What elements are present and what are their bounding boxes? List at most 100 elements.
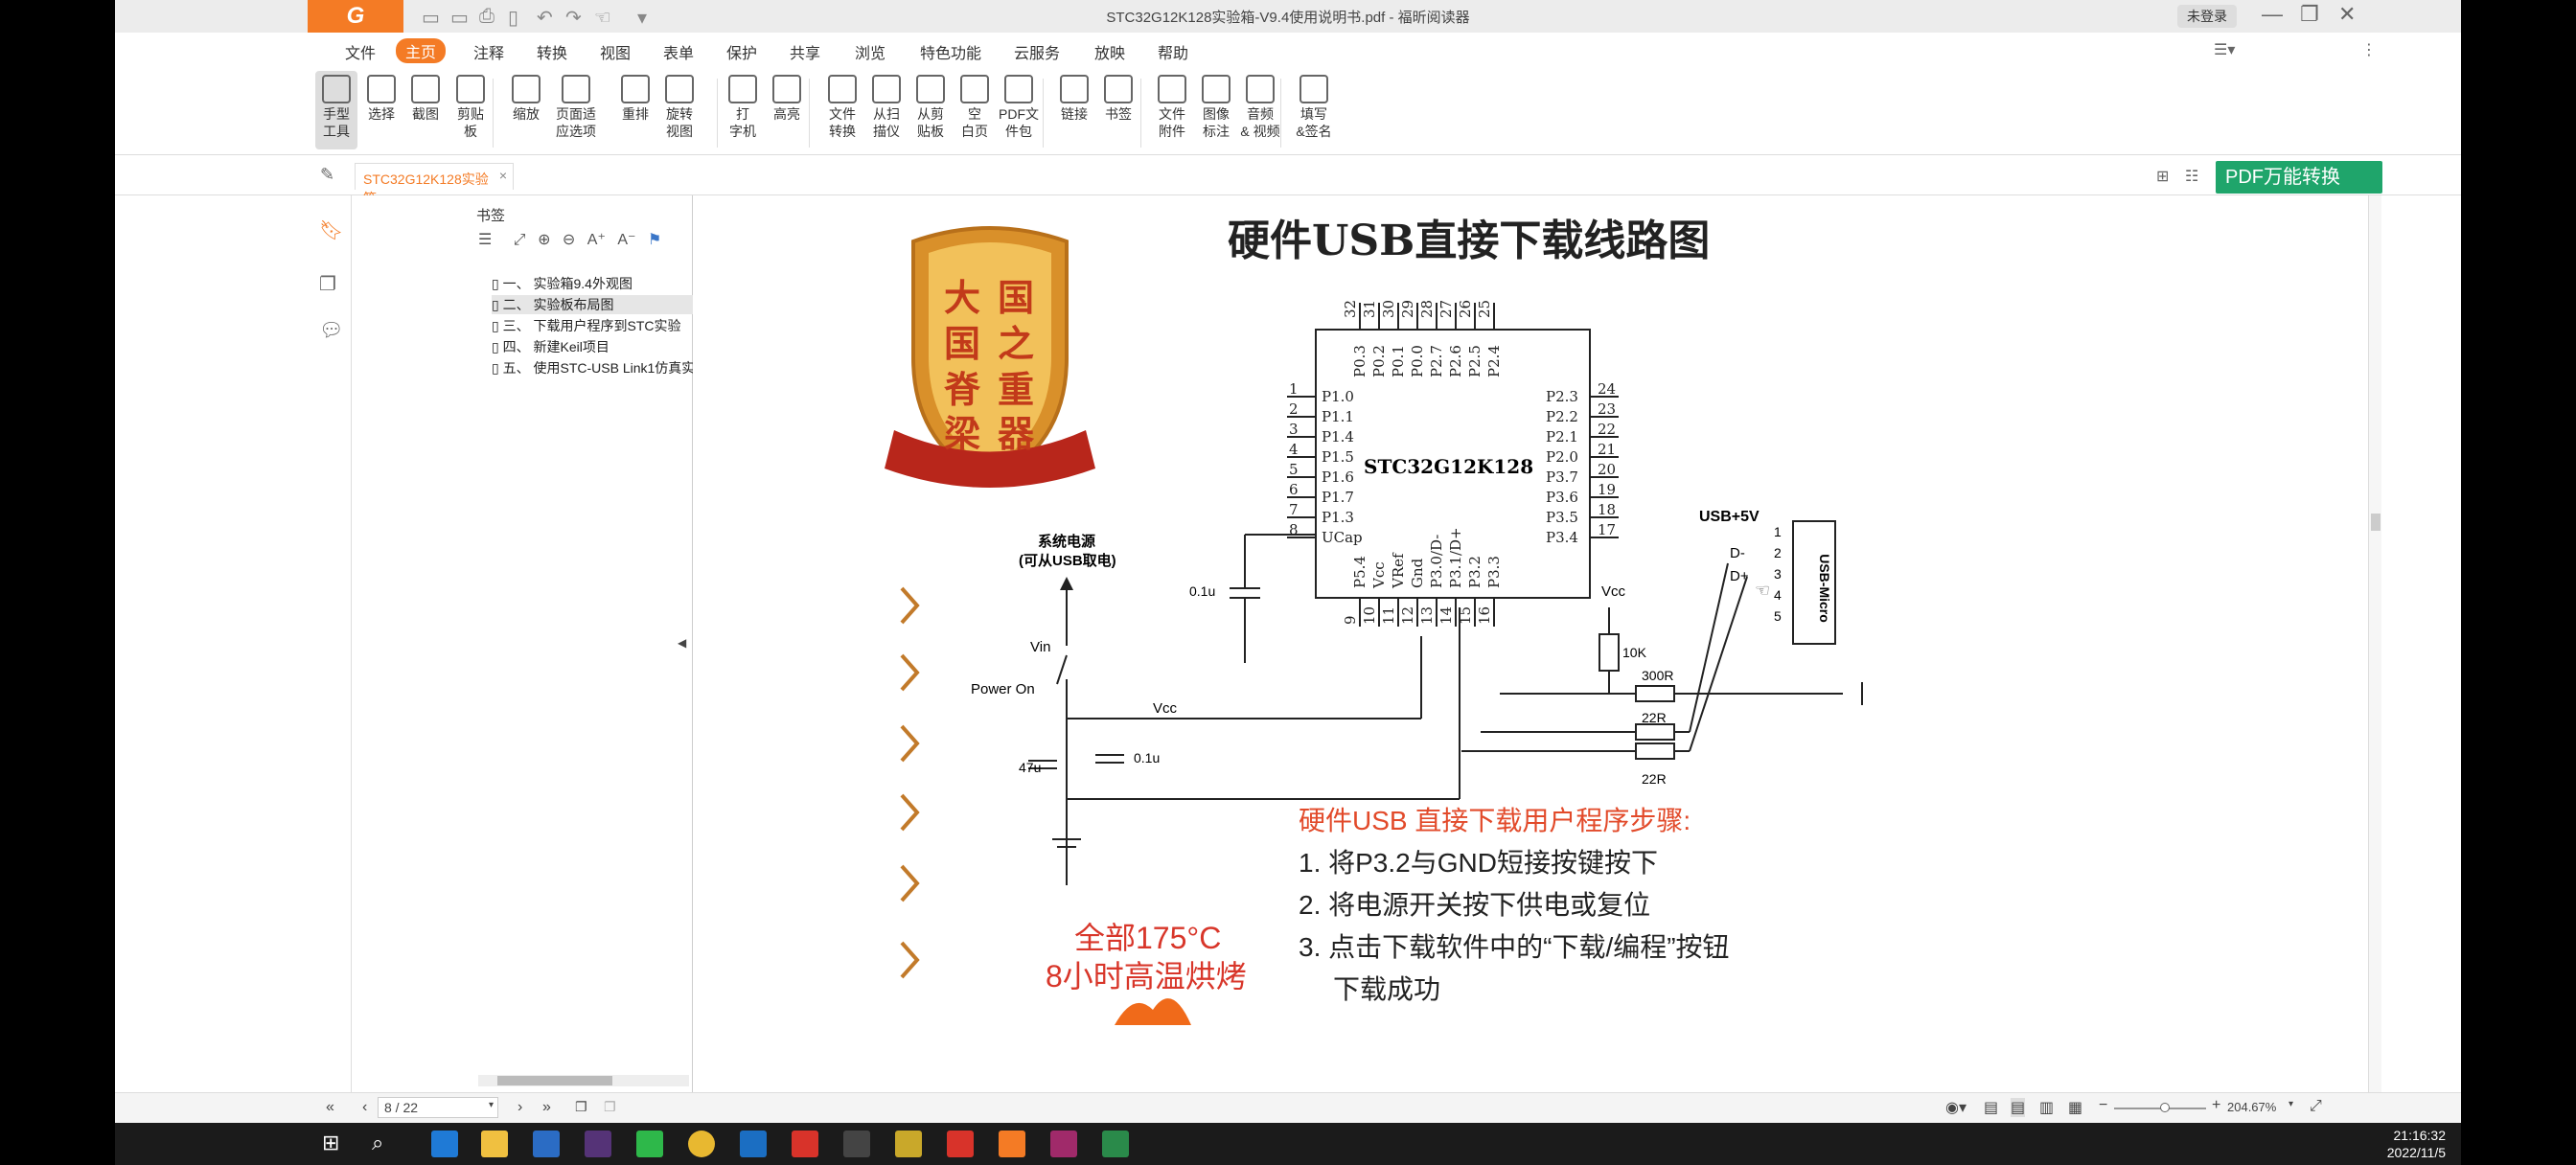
zoom-slider[interactable] — [2114, 1103, 2206, 1112]
ribbon-fit-page-button[interactable]: 页面适 应选项 — [555, 75, 597, 140]
font-smaller-icon[interactable]: A⁻ — [617, 232, 636, 248]
bookmark-options-icon[interactable]: ☰ — [478, 232, 493, 248]
first-page-icon[interactable]: « — [326, 1099, 334, 1115]
ribbon-zoom-button[interactable]: 缩放 — [505, 75, 547, 123]
ribbon-attachment-button[interactable]: 文件 附件 — [1151, 75, 1193, 140]
menu-view[interactable]: 视图 — [600, 46, 632, 62]
menu-slideshow[interactable]: 放映 — [1094, 46, 1126, 62]
start-icon[interactable]: ⊞ — [322, 1131, 340, 1154]
open-icon[interactable]: ▭ — [422, 8, 440, 29]
single-page-icon[interactable]: ❐ — [575, 1099, 587, 1114]
menu-form[interactable]: 表单 — [663, 46, 695, 62]
cad-icon[interactable] — [1050, 1131, 1077, 1157]
ribbon-scanner-button[interactable]: 从扫 描仪 — [865, 75, 908, 140]
explorer-icon[interactable] — [481, 1131, 508, 1157]
last-page-icon[interactable]: » — [542, 1099, 551, 1115]
close-icon[interactable]: ✕ — [2338, 2, 2357, 26]
fullscreen-icon[interactable]: ⤢ — [2310, 1098, 2322, 1114]
bookmark-hscroll-thumb[interactable] — [497, 1076, 612, 1085]
search-taskbar-icon[interactable]: ⌕ — [372, 1131, 384, 1154]
more-menu-icon[interactable]: ⋮ — [2361, 42, 2377, 58]
bookmark-expand-icon[interactable]: ⤢ — [513, 232, 526, 248]
store-icon[interactable] — [533, 1131, 560, 1157]
collapse-panel-icon[interactable]: ◀ — [678, 636, 687, 650]
document-tab[interactable]: STC32G12K128实验箱... × — [355, 163, 514, 206]
list-view-icon[interactable]: ☷ — [2185, 169, 2199, 185]
bookmark-item[interactable]: ▯ 二、 实验板布局图 — [492, 295, 702, 314]
isp-icon[interactable] — [895, 1131, 922, 1157]
continuous-page-icon[interactable]: ❐ — [604, 1099, 616, 1114]
ribbon-bookmark-button[interactable]: 书签 — [1097, 75, 1139, 123]
ribbon-hand-button[interactable]: 手型 工具 — [315, 71, 357, 149]
login-button[interactable]: 未登录 — [2177, 5, 2237, 28]
vertical-scrollbar[interactable] — [2368, 195, 2381, 1092]
save-icon[interactable]: ▭ — [450, 8, 469, 29]
zoom-in-icon[interactable]: + — [2212, 1097, 2221, 1113]
bookmark-hscroll[interactable] — [478, 1075, 689, 1086]
keil-icon[interactable] — [740, 1131, 767, 1157]
menu-home[interactable]: 主页 — [396, 38, 447, 63]
ribbon-audio-video-button[interactable]: 音频 & 视频 — [1239, 75, 1281, 140]
page-dropdown-icon[interactable]: ▾ — [488, 1100, 494, 1110]
ribbon-typewriter-button[interactable]: 打 字机 — [722, 75, 764, 140]
menu-features[interactable]: 特色功能 — [920, 46, 982, 62]
tool-icon[interactable] — [843, 1131, 870, 1157]
ribbon-link-button[interactable]: 链接 — [1053, 75, 1095, 123]
excel-icon[interactable] — [1102, 1131, 1129, 1157]
ribbon-image-annotation-button[interactable]: 图像 标注 — [1195, 75, 1237, 140]
page-layout-single-icon[interactable]: ▤ — [1984, 1100, 1999, 1116]
wps2-icon[interactable] — [947, 1131, 974, 1157]
ribbon-from-clipboard-button[interactable]: 从剪 贴板 — [909, 75, 952, 140]
foxit-taskbar-icon[interactable] — [999, 1131, 1025, 1157]
close-tab-icon[interactable]: × — [498, 168, 507, 183]
ribbon-rotate-button[interactable]: 旋转 视图 — [658, 75, 701, 140]
menu-cloud[interactable]: 云服务 — [1014, 46, 1061, 62]
undo-icon[interactable]: ↶ — [537, 8, 553, 29]
list-options-icon[interactable]: ☰▾ — [2214, 42, 2236, 58]
ribbon-clipboard-button[interactable]: 剪贴 板 — [449, 75, 492, 140]
zoom-dropdown-icon[interactable]: ▾ — [2288, 1099, 2294, 1109]
read-mode-icon[interactable]: ◉▾ — [1945, 1100, 1966, 1116]
bookmark-item[interactable]: ▯ 五、 使用STC-USB Link1仿真实 — [492, 360, 696, 376]
menu-share[interactable]: 共享 — [790, 46, 821, 62]
page-layout-facing-icon[interactable]: ▥ — [2039, 1100, 2055, 1116]
page-number-field[interactable]: 8 / 22 ▾ — [378, 1097, 498, 1118]
app-icon[interactable] — [585, 1131, 611, 1157]
bookmark-item[interactable]: ▯ 三、 下载用户程序到STC实验 — [492, 318, 681, 333]
bookmark-add-icon[interactable]: ⊕ — [538, 232, 551, 248]
wps-icon[interactable] — [792, 1131, 818, 1157]
customize-icon[interactable]: ▾ — [637, 8, 648, 29]
menu-help[interactable]: 帮助 — [1158, 46, 1189, 62]
redo-icon[interactable]: ↷ — [565, 8, 582, 29]
ribbon-sign-button[interactable]: 填写 &签名 — [1293, 75, 1335, 140]
comments-panel-icon[interactable]: 💬︎ — [319, 320, 344, 341]
wechat-icon[interactable] — [636, 1131, 663, 1157]
prev-page-icon[interactable]: ‹ — [362, 1099, 368, 1115]
font-larger-icon[interactable]: A⁺ — [586, 232, 606, 248]
app-logo[interactable]: G — [308, 0, 403, 33]
ribbon-highlight-button[interactable]: 高亮 — [766, 75, 808, 123]
zoom-slider-handle[interactable] — [2160, 1103, 2170, 1112]
edge-icon[interactable] — [431, 1131, 458, 1157]
next-page-icon[interactable]: › — [518, 1099, 523, 1115]
page-layout-continuous-icon[interactable]: ▤ — [2011, 1098, 2026, 1117]
chrome-icon[interactable] — [688, 1131, 715, 1157]
vertical-scroll-thumb[interactable] — [2371, 514, 2380, 531]
print-icon[interactable]: ⎙ — [479, 6, 494, 27]
menu-convert[interactable]: 转换 — [537, 46, 568, 62]
ribbon-reflow-button[interactable]: 重排 — [614, 75, 656, 123]
bookmark-item[interactable]: ▯ 四、 新建Keil项目 — [492, 339, 610, 354]
bookmark-panel-icon[interactable]: 🔖︎ — [319, 220, 344, 241]
page-layout-cover-icon[interactable]: ▦ — [2068, 1100, 2083, 1116]
grid-view-icon[interactable]: ⊞ — [2156, 169, 2170, 185]
menu-protect[interactable]: 保护 — [726, 46, 758, 62]
hand-quick-icon[interactable]: ☜ — [594, 8, 611, 29]
new-icon[interactable]: ▯ — [508, 8, 519, 29]
pages-panel-icon[interactable]: ❐ — [319, 274, 336, 295]
menu-annotate[interactable]: 注释 — [473, 46, 505, 62]
ribbon-pdf-package-button[interactable]: PDF文 件包 — [998, 75, 1040, 140]
pen-icon[interactable]: ✎ — [320, 165, 335, 184]
restore-icon[interactable]: ❐ — [2300, 2, 2319, 26]
pdf-convert-button[interactable]: PDF万能转换 — [2216, 161, 2382, 194]
ribbon-screenshot-button[interactable]: 截图 — [404, 75, 447, 123]
